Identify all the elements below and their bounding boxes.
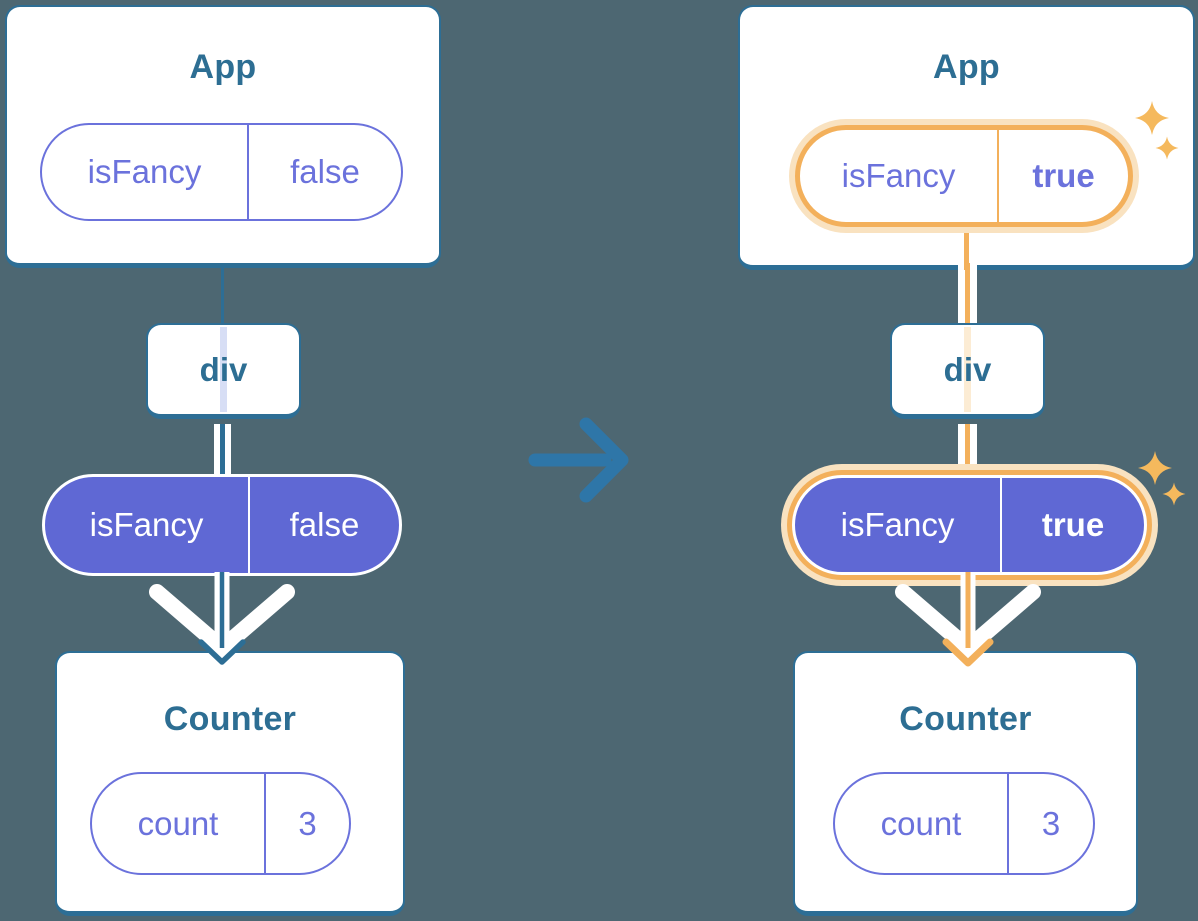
counter-title: Counter xyxy=(163,700,297,738)
div-label: div xyxy=(943,350,992,388)
prop-name: isFancy xyxy=(87,153,202,190)
app-title: App xyxy=(189,48,257,86)
counter-state-pill: count 3 xyxy=(833,772,1095,875)
passed-prop-pill-highlighted: isFancy true xyxy=(792,475,1147,575)
prop-flow-line xyxy=(213,424,231,478)
state-name: count xyxy=(137,804,219,842)
state-value: 3 xyxy=(264,774,349,873)
div-card: div xyxy=(146,323,301,419)
counter-state-pill: count 3 xyxy=(90,772,351,875)
div-label: div xyxy=(199,350,248,388)
prop-flow-line xyxy=(957,424,977,478)
flow-down-arrow xyxy=(149,572,295,665)
state-thread-faint xyxy=(220,327,227,412)
prop-flow-line xyxy=(957,263,977,325)
prop-name: isFancy xyxy=(840,506,955,543)
prop-value: true xyxy=(997,130,1128,222)
prop-name: isFancy xyxy=(841,157,956,194)
passed-prop-pill: isFancy false xyxy=(42,474,402,576)
prop-flow-line-inside-card xyxy=(964,225,969,270)
prop-value: false xyxy=(248,477,399,573)
prop-value: true xyxy=(1000,478,1144,572)
edge-app-div xyxy=(220,250,224,330)
div-card: div xyxy=(890,323,1045,419)
prop-value: false xyxy=(247,125,401,219)
app-title: App xyxy=(933,48,1000,86)
app-prop-pill-highlighted: isFancy true xyxy=(795,125,1133,227)
sparkle-icon xyxy=(1138,451,1172,485)
counter-title: Counter xyxy=(899,700,1032,738)
prop-name: isFancy xyxy=(89,506,204,543)
app-prop-pill: isFancy false xyxy=(40,123,403,221)
state-value: 3 xyxy=(1007,774,1093,873)
sparkle-icon xyxy=(1162,482,1186,506)
state-name: count xyxy=(880,804,962,842)
sparkle-icon xyxy=(1135,101,1169,135)
sparkle-icon xyxy=(1155,136,1179,160)
flow-down-arrow xyxy=(895,572,1041,667)
state-thread-faint xyxy=(964,327,971,412)
transition-arrow-icon xyxy=(528,417,629,503)
